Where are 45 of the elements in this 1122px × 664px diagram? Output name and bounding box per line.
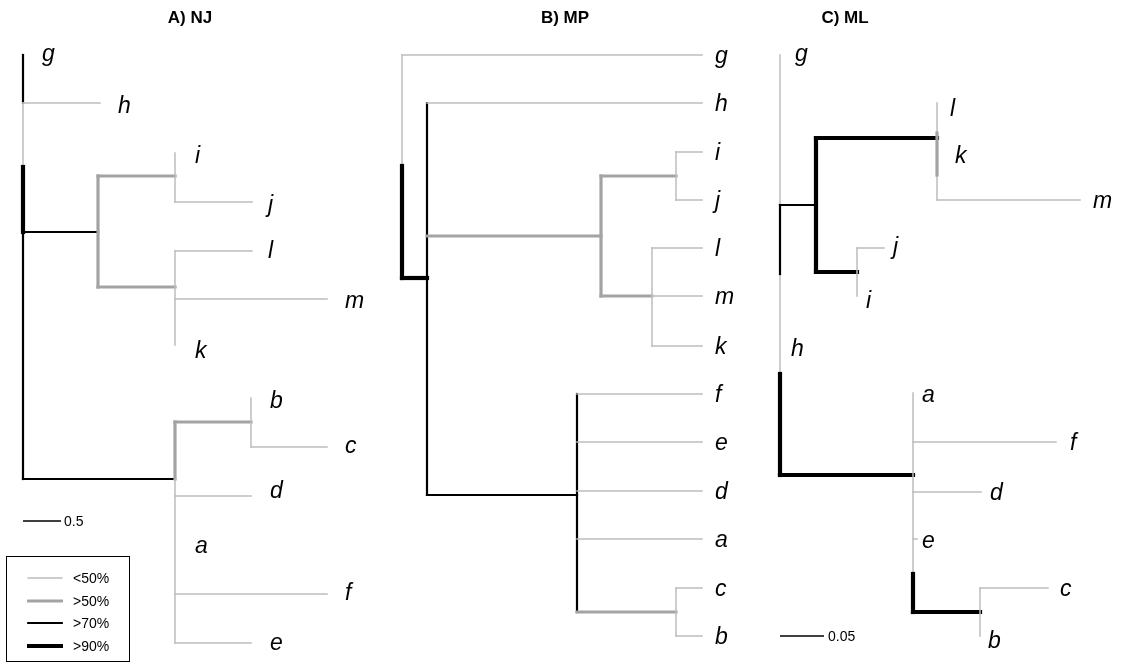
taxon-label: k: [955, 143, 967, 167]
taxon-label: f: [715, 382, 722, 406]
taxon-label: c: [345, 433, 357, 457]
taxon-label: a: [715, 527, 728, 551]
taxon-label: b: [270, 388, 283, 412]
taxon-label: m: [715, 284, 735, 308]
taxon-label: a: [922, 382, 935, 406]
taxon-label: k: [195, 338, 207, 362]
scale-value: 0.5: [64, 514, 84, 528]
legend-label: >50%: [73, 593, 110, 608]
taxon-label: e: [715, 430, 728, 454]
taxon-label: h: [791, 336, 804, 360]
legend-label: >90%: [73, 638, 110, 653]
taxon-label: m: [345, 288, 365, 312]
taxon-label: f: [345, 580, 352, 604]
taxon-label: k: [715, 334, 727, 358]
taxon-label: l: [268, 238, 274, 262]
taxon-label: d: [270, 478, 283, 502]
taxon-label: l: [715, 236, 721, 260]
taxon-label: e: [270, 630, 283, 654]
taxon-label: g: [42, 41, 55, 65]
taxon-label: i: [715, 140, 721, 164]
taxon-label: h: [715, 91, 728, 115]
taxon-label: i: [195, 143, 201, 167]
legend-label: <50%: [73, 571, 110, 585]
taxon-label: i: [866, 288, 872, 312]
panel-title: C) ML: [821, 8, 869, 26]
taxon-label: c: [1060, 576, 1072, 600]
taxon-label: a: [195, 533, 208, 557]
scale-value: 0.05: [828, 629, 856, 643]
taxon-label: g: [795, 41, 808, 65]
taxon-label: f: [1070, 430, 1077, 454]
taxon-label: m: [1093, 188, 1113, 212]
legend-label: >70%: [73, 616, 110, 630]
taxon-label: g: [715, 43, 728, 67]
taxon-label: d: [715, 479, 728, 503]
taxon-label: l: [950, 96, 956, 120]
taxon-label: b: [988, 628, 1001, 652]
taxon-label: b: [715, 624, 728, 648]
taxon-label: e: [922, 528, 935, 552]
taxon-label: h: [118, 93, 131, 117]
panel-title: B) MP: [540, 8, 590, 26]
panel-title: A) NJ: [167, 8, 213, 26]
taxon-label: c: [715, 576, 727, 600]
taxon-label: d: [990, 480, 1003, 504]
